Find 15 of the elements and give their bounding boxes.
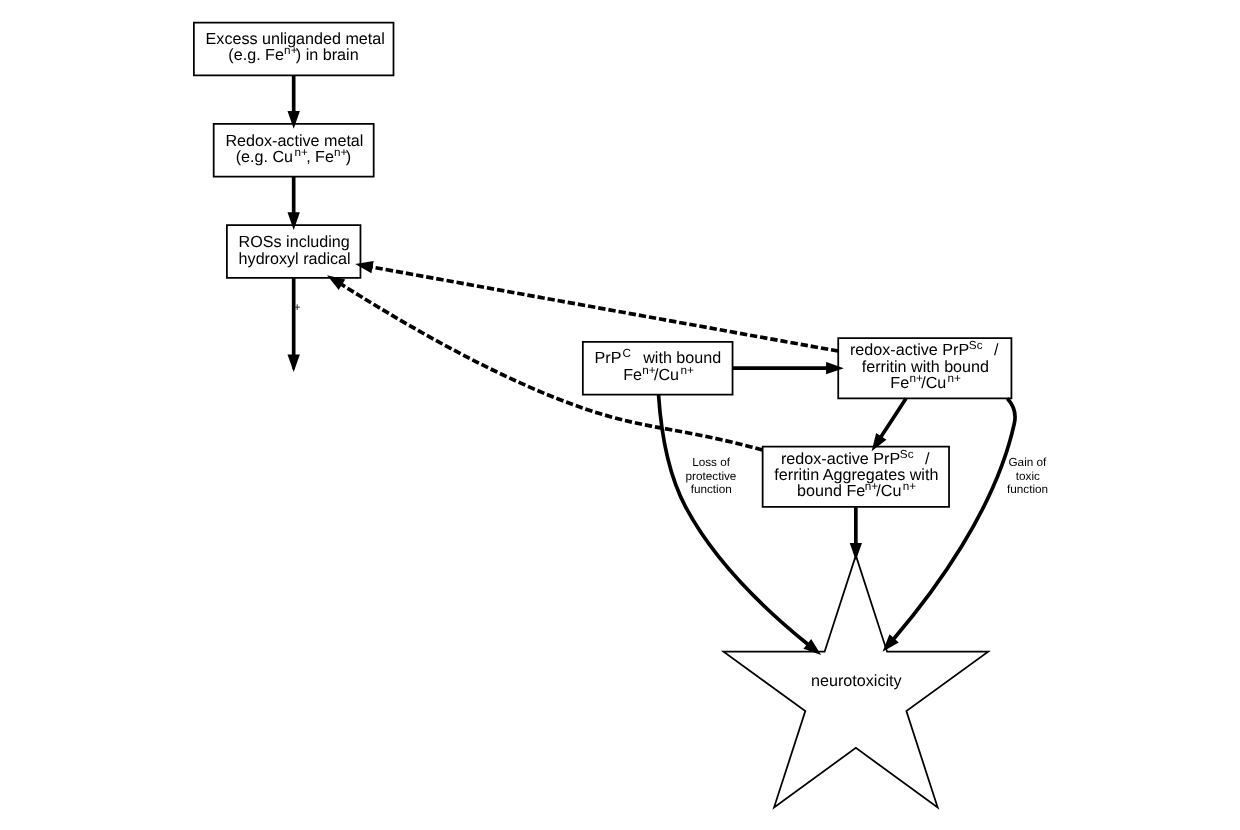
node-box: ROSs including hydroxyl radical (225, 224, 361, 279)
arrow (655, 394, 821, 655)
arrow (286, 75, 299, 129)
node-box: redox-active PrP$^{Sc}$ / ferritin with bound Fe$^{n+}$/Cu$^{n+}$ (836, 337, 1012, 400)
arrow (286, 177, 299, 230)
node-box: Redox-active metal (e.g. Cu$^{n+}$, Fe$^{n+}$) (211, 122, 374, 178)
node-box: redox-active PrP$^{Sc}$ / ferritin Aggregates with bound Fe$^{n+}$/Cu$^{n+}$ (760, 445, 949, 508)
arrow (848, 507, 862, 561)
node-box: PrP$^{C}$ with bound Fe$^{n+}$/Cu$^{n+}$ (580, 340, 733, 396)
arrow (354, 261, 838, 353)
arrow (731, 362, 843, 375)
node-box: Excess unliganded metal (e.g. Fe$^{n+}$) in brain (192, 21, 394, 77)
arrow (326, 275, 762, 452)
arrow (881, 397, 1016, 652)
arrow (870, 397, 907, 452)
